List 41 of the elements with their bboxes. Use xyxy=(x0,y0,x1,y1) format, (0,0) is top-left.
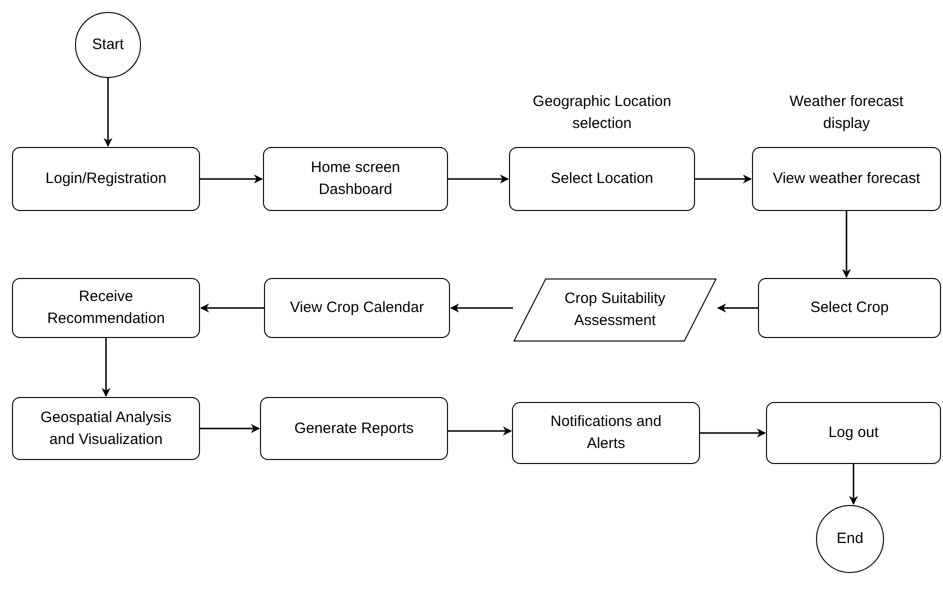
arrow xyxy=(448,174,509,184)
process-box xyxy=(509,147,695,211)
arrow xyxy=(695,174,752,184)
node-label: Start xyxy=(92,35,124,55)
process-box xyxy=(260,397,448,460)
node-label: Login/Registration xyxy=(46,169,166,189)
process-box xyxy=(758,278,941,338)
process-box xyxy=(264,278,450,338)
data-parallelogram xyxy=(513,278,717,342)
node-label: Log out xyxy=(828,423,879,443)
node-label: View Crop Calendar xyxy=(290,298,424,318)
arrow xyxy=(450,304,513,312)
arrow xyxy=(842,211,851,278)
node-label: Select Location xyxy=(550,169,654,189)
step-caption: Geographic Location selection xyxy=(532,92,672,134)
node-label: Notifications and Alerts xyxy=(550,412,662,454)
step-caption: Weather forecast display xyxy=(788,92,904,134)
node-label: Home screen Dashboard xyxy=(310,158,402,200)
process-box xyxy=(12,278,200,338)
node-label: Receive Recommendation xyxy=(46,287,166,329)
node-label: Geospatial Analysis and Visualization xyxy=(40,408,172,450)
arrow xyxy=(849,464,858,505)
node-label: Crop Suitability Assessment xyxy=(564,289,666,331)
process-box xyxy=(766,402,941,464)
process-box xyxy=(512,402,700,464)
node-label: Select Crop xyxy=(810,298,889,318)
arrow xyxy=(200,174,263,184)
arrow xyxy=(448,426,512,436)
process-box xyxy=(12,397,200,460)
node-label: View weather forecast xyxy=(772,169,920,189)
process-box xyxy=(752,147,941,211)
arrow xyxy=(102,338,110,397)
node-label: End xyxy=(836,529,864,549)
process-box xyxy=(12,147,200,211)
arrow xyxy=(200,424,260,433)
arrow xyxy=(104,78,112,147)
arrow xyxy=(717,304,758,312)
arrow xyxy=(700,428,766,438)
arrow xyxy=(200,304,264,312)
process-box xyxy=(263,147,448,211)
node-label: Generate Reports xyxy=(294,418,414,438)
